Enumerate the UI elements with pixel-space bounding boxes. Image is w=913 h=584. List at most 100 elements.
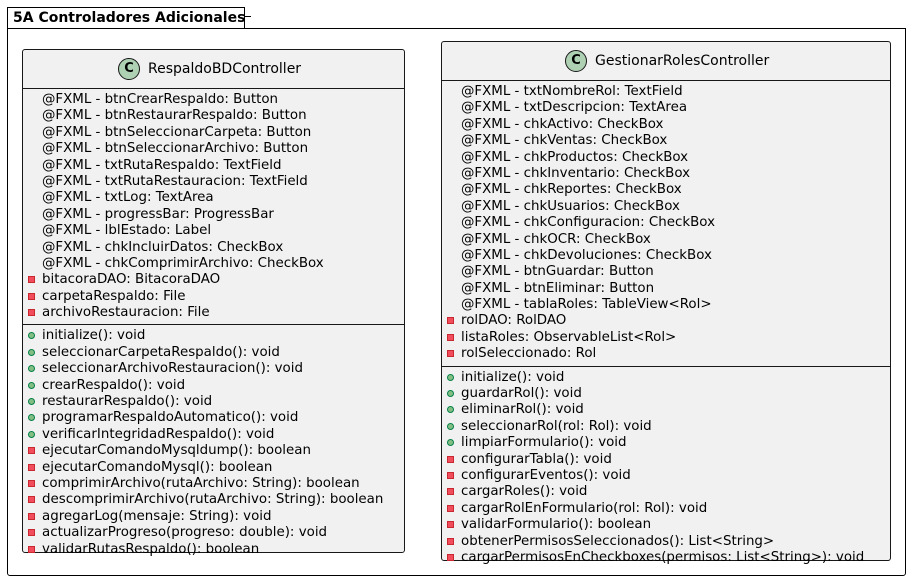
attribute-text: @FXML - txtDescripcion: TextArea [461, 100, 688, 116]
attribute-text: @FXML - chkActivo: CheckBox [461, 116, 664, 132]
attribute-row: @FXML - txtLog: TextArea [23, 190, 404, 206]
attribute-row: @FXML - progressBar: ProgressBar [23, 207, 404, 223]
method-row: comprimirArchivo(rutaArchivo: String): b… [23, 476, 404, 492]
attribute-row: @FXML - txtRutaRestauracion: TextField [23, 174, 404, 190]
method-text: actualizarProgreso(progreso: double): vo… [42, 525, 328, 541]
attribute-text: carpetaRespaldo: File [42, 288, 186, 304]
private-visibility-icon [28, 309, 35, 317]
public-visibility-icon [28, 398, 35, 406]
attribute-row: @FXML - chkDevoluciones: CheckBox [442, 248, 890, 264]
public-visibility-icon [28, 348, 35, 356]
private-visibility-icon [447, 504, 454, 512]
attribute-text: @FXML - btnRestaurarRespaldo: Button [42, 108, 307, 124]
method-text: eliminarRol(): void [461, 402, 584, 418]
class-header: C GestionarRolesController [442, 42, 890, 81]
method-row: validarFormulario(): boolean [442, 517, 890, 533]
attribute-row: @FXML - btnCrearRespaldo: Button [23, 92, 404, 108]
attribute-row: @FXML - btnSeleccionarCarpeta: Button [23, 125, 404, 141]
method-row: seleccionarCarpetaRespaldo(): void [23, 345, 404, 361]
method-row: limpiarFormulario(): void [442, 435, 890, 451]
public-visibility-icon [447, 390, 454, 398]
private-visibility-icon [447, 553, 454, 561]
attribute-text: bitacoraDAO: BitacoraDAO [42, 272, 221, 288]
method-row: cargarRoles(): void [442, 484, 890, 500]
attribute-text: rolSeleccionado: Rol [461, 346, 597, 362]
attribute-text: @FXML - chkOCR: CheckBox [461, 231, 651, 247]
private-visibility-icon [28, 496, 35, 504]
attribute-text: @FXML - chkProductos: CheckBox [461, 149, 689, 165]
attribute-row: @FXML - btnEliminar: Button [442, 281, 890, 297]
method-text: configurarTabla(): void [461, 451, 612, 467]
private-visibility-icon [28, 276, 35, 284]
public-visibility-icon [28, 381, 35, 389]
method-row: verificarIntegridadRespaldo(): void [23, 427, 404, 443]
attributes-section: @FXML - btnCrearRespaldo: Button@FXML - … [23, 89, 404, 326]
attributes-section: @FXML - txtNombreRol: TextField@FXML - t… [442, 81, 890, 367]
method-row: obtenerPermisosSeleccionados(): List<Str… [442, 534, 890, 550]
attribute-row: @FXML - btnGuardar: Button [442, 264, 890, 280]
attribute-text: @FXML - tablaRoles: TableView<Rol> [461, 297, 712, 313]
attribute-row: @FXML - tablaRoles: TableView<Rol> [442, 297, 890, 313]
private-visibility-icon [447, 488, 454, 496]
method-text: seleccionarCarpetaRespaldo(): void [42, 344, 280, 360]
attribute-row: rolSeleccionado: Rol [442, 346, 890, 362]
method-text: seleccionarRol(rol: Rol): void [461, 418, 652, 434]
method-text: programarRespaldoAutomatico(): void [42, 410, 299, 426]
attribute-row: carpetaRespaldo: File [23, 289, 404, 305]
method-row: descomprimirArchivo(rutaArchivo: String)… [23, 492, 404, 508]
method-text: configurarEventos(): void [461, 467, 631, 483]
method-text: agregarLog(mensaje: String): void [42, 508, 272, 524]
attribute-row: @FXML - chkProductos: CheckBox [442, 150, 890, 166]
private-visibility-icon [28, 447, 35, 455]
attribute-row: @FXML - chkIncluirDatos: CheckBox [23, 240, 404, 256]
public-visibility-icon [28, 365, 35, 373]
attribute-row: @FXML - chkOCR: CheckBox [442, 232, 890, 248]
method-text: seleccionarArchivoRestauracion(): void [42, 361, 303, 377]
public-visibility-icon [28, 332, 35, 340]
private-visibility-icon [447, 471, 454, 479]
private-visibility-icon [447, 537, 454, 545]
package-tab: 5A Controladores Adicionales [7, 7, 251, 29]
attribute-text: @FXML - btnSeleccionarCarpeta: Button [42, 124, 312, 140]
public-visibility-icon [28, 414, 35, 422]
private-visibility-icon [28, 463, 35, 471]
attribute-row: bitacoraDAO: BitacoraDAO [23, 272, 404, 288]
attribute-text: @FXML - chkDevoluciones: CheckBox [461, 247, 712, 263]
method-text: initialize(): void [42, 328, 146, 344]
method-text: validarFormulario(): boolean [461, 517, 652, 533]
attribute-text: archivoRestauracion: File [42, 305, 210, 321]
method-text: comprimirArchivo(rutaArchivo: String): b… [42, 475, 360, 491]
public-visibility-icon [447, 373, 454, 381]
private-visibility-icon [28, 479, 35, 487]
method-text: cargarRoles(): void [461, 484, 588, 500]
attribute-text: @FXML - chkVentas: CheckBox [461, 133, 668, 149]
method-row: seleccionarRol(rol: Rol): void [442, 419, 890, 435]
method-row: guardarRol(): void [442, 386, 890, 402]
attribute-row: rolDAO: RolDAO [442, 313, 890, 329]
attribute-row: @FXML - chkComprimirArchivo: CheckBox [23, 256, 404, 272]
attribute-text: @FXML - chkIncluirDatos: CheckBox [42, 239, 284, 255]
private-visibility-icon [28, 292, 35, 300]
attribute-row: @FXML - chkInventario: CheckBox [442, 166, 890, 182]
method-row: actualizarProgreso(progreso: double): vo… [23, 525, 404, 541]
method-row: cargarRolEnFormulario(rol: Rol): void [442, 501, 890, 517]
private-visibility-icon [28, 512, 35, 520]
attribute-row: @FXML - txtDescripcion: TextArea [442, 100, 890, 116]
method-row: restaurarRespaldo(): void [23, 394, 404, 410]
private-visibility-icon [447, 521, 454, 529]
method-row: crearRespaldo(): void [23, 378, 404, 394]
method-row: initialize(): void [23, 328, 404, 344]
method-text: ejecutarComandoMysqldump(): boolean [42, 443, 311, 459]
method-text: crearRespaldo(): void [42, 377, 186, 393]
method-text: guardarRol(): void [461, 386, 582, 402]
private-visibility-icon [447, 350, 454, 358]
attribute-text: listaRoles: ObservableList<Rol> [461, 329, 677, 345]
attribute-text: @FXML - txtLog: TextArea [42, 190, 214, 206]
attribute-text: @FXML - btnSeleccionarArchivo: Button [42, 141, 309, 157]
attribute-row: @FXML - lblEstado: Label [23, 223, 404, 239]
attribute-row: @FXML - chkUsuarios: CheckBox [442, 199, 890, 215]
method-row: ejecutarComandoMysqldump(): boolean [23, 443, 404, 459]
method-row: cargarPermisosEnCheckboxes(permisos: Lis… [442, 550, 890, 566]
method-row: programarRespaldoAutomatico(): void [23, 410, 404, 426]
